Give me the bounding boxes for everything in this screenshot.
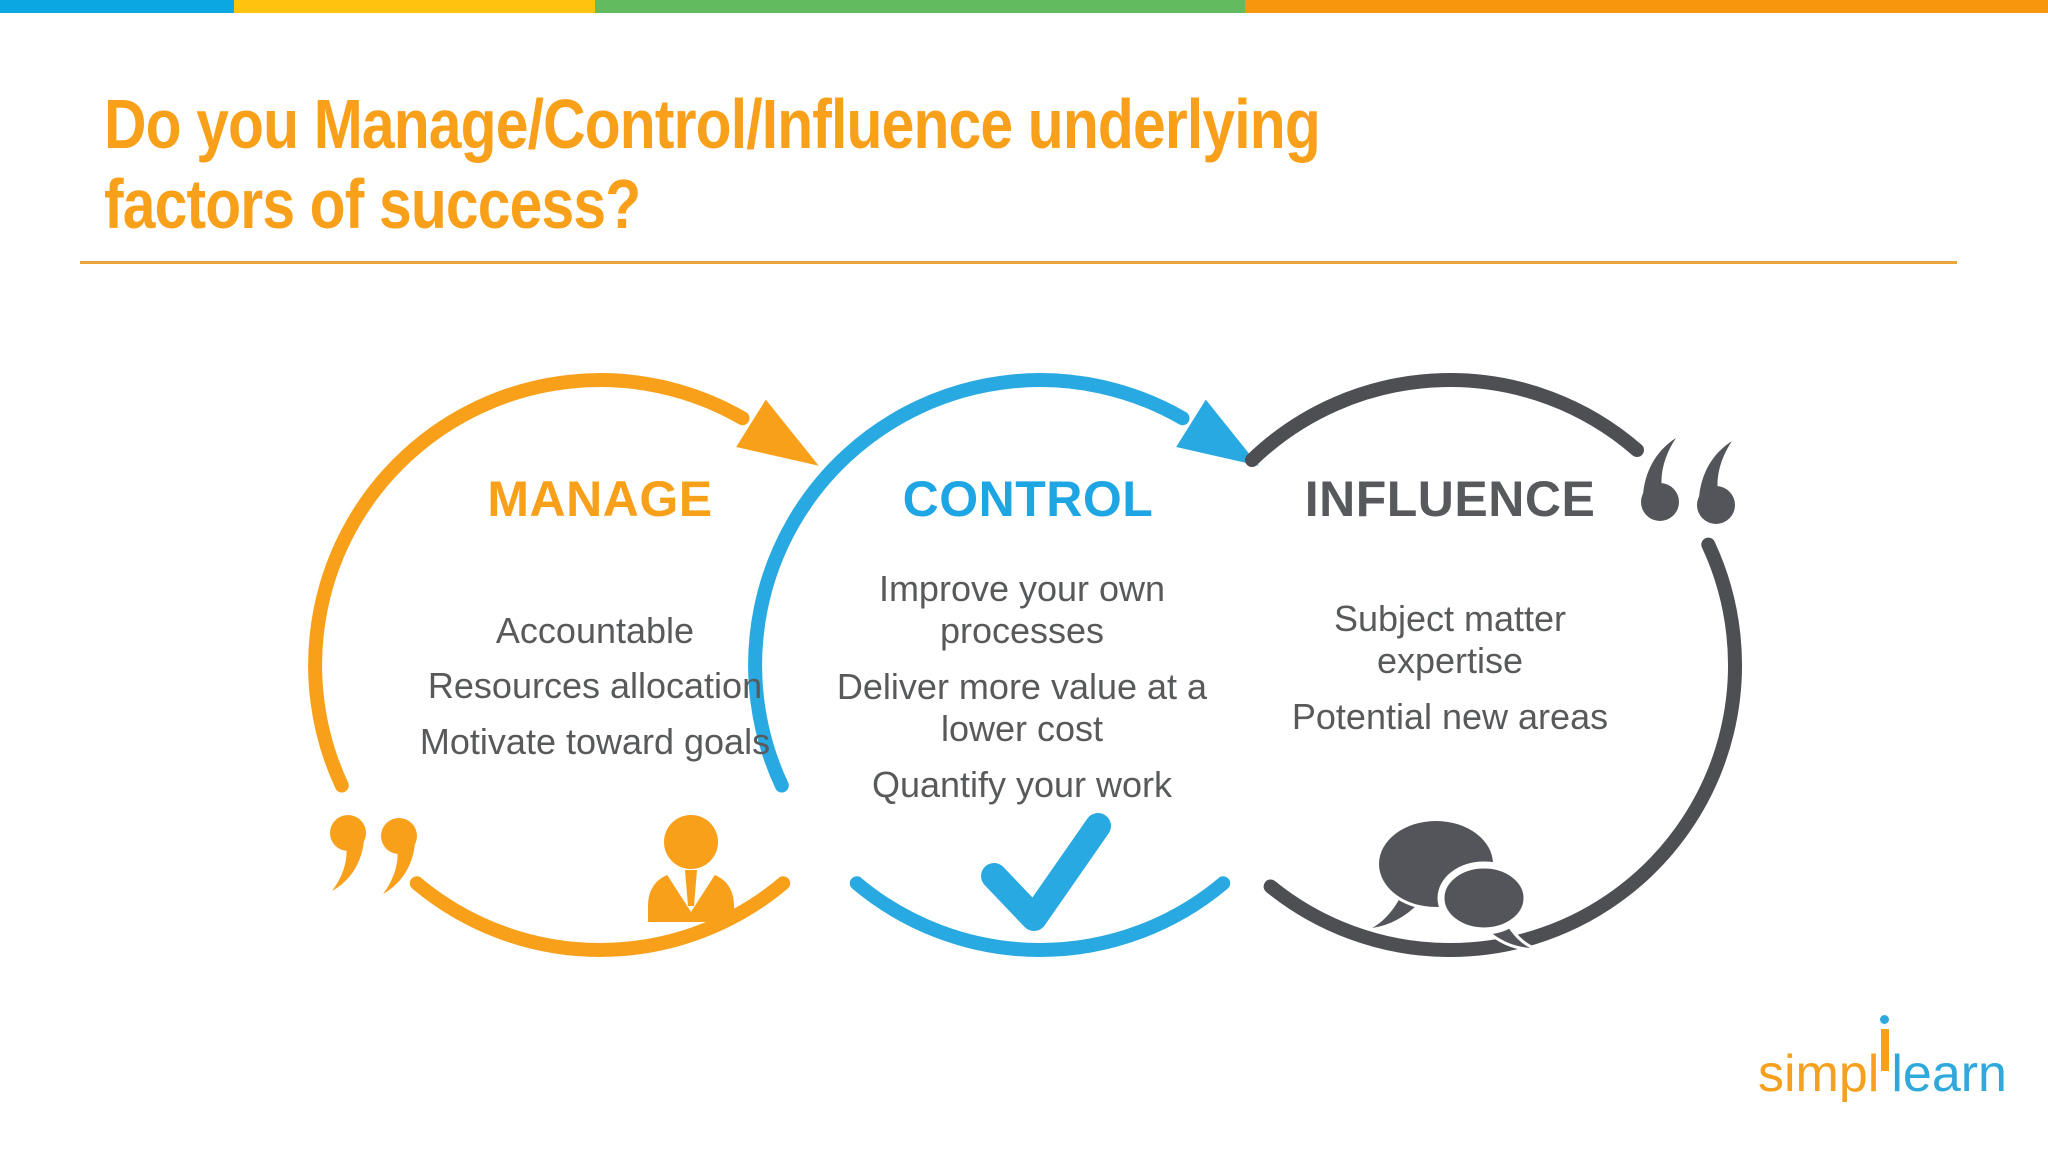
- top-bar-segment-orange: [1245, 0, 2048, 13]
- brand-logo-suffix: learn: [1891, 1045, 2007, 1103]
- opening-quotes-icon: [1641, 438, 1735, 524]
- brand-logo-i-separator: [1879, 1015, 1891, 1091]
- section-list-influence: Subject matter expertise Potential new a…: [1290, 598, 1610, 751]
- control-circle-arc: [748, 373, 1231, 957]
- section-list-control: Improve your own processes Deliver more …: [802, 568, 1242, 819]
- list-item: Quantify your work: [871, 763, 1173, 805]
- logo-i-stem-icon: [1881, 1029, 1890, 1071]
- top-bar-segment-blue: [0, 0, 234, 13]
- manage-circle-arc: [308, 373, 791, 957]
- logo-i-dot-icon: [1880, 1015, 1890, 1024]
- page-title-line2: factors of success?: [104, 165, 641, 243]
- top-bar-segment-yellow: [234, 0, 595, 13]
- person-icon: [648, 815, 734, 922]
- closing-quotes-icon: [330, 815, 417, 894]
- list-item: Motivate toward goals: [419, 720, 771, 762]
- manage-arrow-icon: [736, 399, 819, 466]
- section-heading-manage: MANAGE: [487, 471, 713, 527]
- section-list-manage: Accountable Resources allocation Motivat…: [380, 610, 810, 776]
- influence-circle-arc: [1245, 373, 1743, 958]
- section-heading-control: CONTROL: [902, 471, 1154, 527]
- checkmark-icon: [972, 804, 1120, 940]
- top-bar-segment-green: [595, 0, 1245, 13]
- control-arrow-icon: [1176, 399, 1259, 466]
- page-title: Do you Manage/Control/Influence underlyi…: [104, 84, 1532, 244]
- list-item: Deliver more value at a lower cost: [836, 665, 1208, 750]
- brand-logo-prefix: simpl: [1758, 1045, 1880, 1103]
- list-item: Resources allocation: [427, 665, 763, 707]
- page-title-line1: Do you Manage/Control/Influence underlyi…: [104, 85, 1321, 163]
- speech-bubbles-icon: [1370, 818, 1532, 951]
- list-item: Accountable: [495, 610, 695, 651]
- list-item: Improve your own processes: [878, 568, 1166, 652]
- top-color-bar: [0, 0, 2048, 13]
- list-item: Potential new areas: [1291, 695, 1609, 737]
- section-heading-influence: INFLUENCE: [1304, 471, 1596, 527]
- title-divider: [80, 261, 1957, 264]
- list-item: Subject matter expertise: [1333, 598, 1567, 682]
